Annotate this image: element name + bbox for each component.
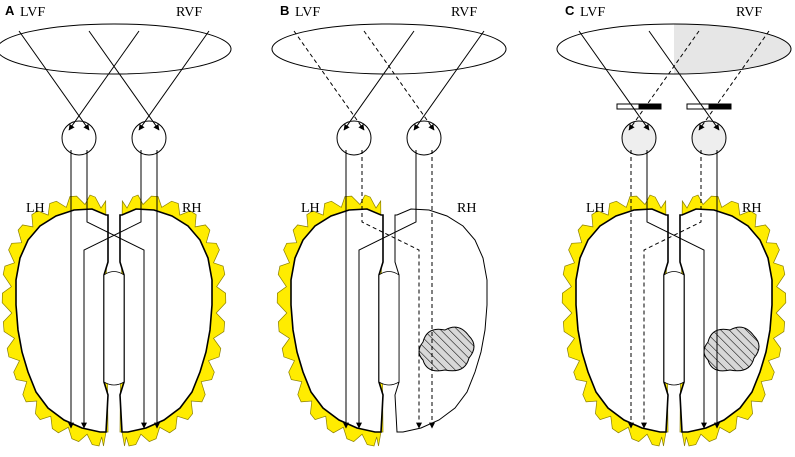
rvf-label: RVF	[176, 5, 202, 20]
panel-b: B LVF RVF LH RH	[271, 3, 507, 447]
left-eye	[61, 120, 97, 156]
left-eye-crossing-pathway	[646, 150, 707, 429]
visual-field-ellipse	[271, 23, 507, 75]
rh-label: RH	[182, 201, 201, 216]
visual-field-ellipse	[556, 23, 792, 75]
left-hemisphere	[290, 208, 384, 433]
lh-label: LH	[26, 201, 45, 216]
lvf-ray-right-eye	[88, 30, 160, 131]
lvf-label: LVF	[20, 5, 45, 20]
left-eye-crossing-pathway	[86, 150, 147, 429]
corpus-callosum	[378, 271, 400, 386]
left-eye	[336, 120, 372, 156]
left-hemisphere	[15, 208, 109, 433]
rvf-label: RVF	[736, 5, 762, 20]
lvf-ray-left-eye	[293, 30, 365, 131]
panel-letter: A	[5, 3, 15, 18]
lvf-label: LVF	[295, 5, 320, 20]
visual-field-ellipse	[0, 23, 232, 75]
rvf-ray-right-eye	[698, 30, 770, 131]
blinder-closed	[638, 103, 662, 110]
rvf-ray-left-eye	[628, 30, 700, 131]
lesion-hatched	[703, 326, 760, 372]
left-hemisphere	[575, 208, 669, 433]
lvf-label: LVF	[580, 5, 605, 20]
panel-letter: C	[565, 3, 575, 18]
left-eye	[621, 120, 657, 156]
corpus-callosum	[663, 271, 685, 386]
blinder-open	[616, 103, 640, 110]
lvf-ray-right-eye	[648, 30, 720, 131]
corpus-callosum	[103, 271, 125, 386]
lh-label: LH	[586, 201, 605, 216]
blinder-open	[686, 103, 710, 110]
rvf-ray-left-eye	[343, 30, 415, 131]
right-eye	[406, 120, 442, 156]
right-eye-crossing-pathway	[641, 150, 702, 429]
blinder-closed	[708, 103, 732, 110]
lvf-ray-left-eye	[578, 30, 650, 131]
rh-label: RH	[742, 201, 761, 216]
rvf-ray-right-eye	[138, 30, 210, 131]
right-hemisphere	[394, 208, 488, 433]
left-eye-crossing-pathway	[361, 150, 422, 429]
lesion-hatched	[418, 326, 475, 372]
right-eye-crossing-pathway	[356, 150, 417, 429]
right-hemisphere	[119, 208, 213, 433]
lvf-ray-right-eye	[363, 30, 435, 131]
panel-letter: B	[280, 3, 289, 18]
rvf-shading	[674, 24, 791, 74]
lvf-ray-left-eye	[18, 30, 90, 131]
panel-c: C LVF RVF LH RH	[556, 3, 792, 447]
right-eye	[691, 120, 727, 156]
right-hemisphere	[679, 208, 773, 433]
rvf-ray-right-eye	[413, 30, 485, 131]
panel-a: A LVF RVF LH RH	[0, 3, 232, 447]
right-eye-crossing-pathway	[81, 150, 142, 429]
lh-label: LH	[301, 201, 320, 216]
rh-label: RH	[457, 201, 476, 216]
rvf-ray-left-eye	[68, 30, 140, 131]
rvf-label: RVF	[451, 5, 477, 20]
right-eye	[131, 120, 167, 156]
